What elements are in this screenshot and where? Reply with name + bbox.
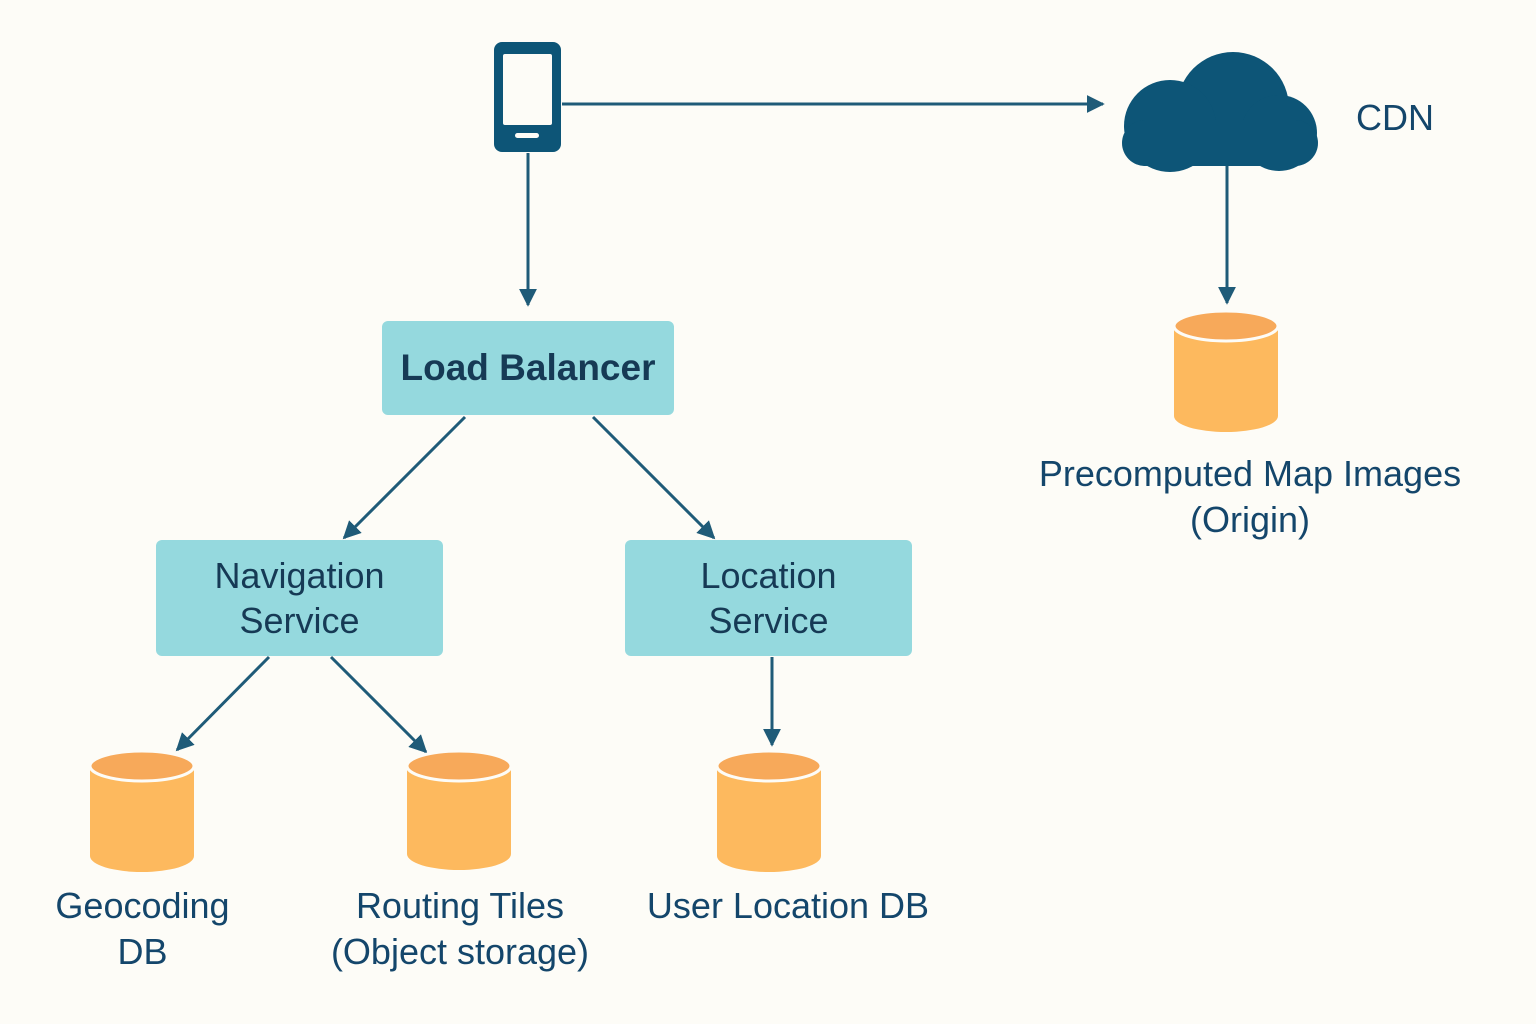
location-service-box: Location Service <box>625 540 912 656</box>
location-service-label-line2: Service <box>708 600 829 641</box>
cdn-label-text: CDN <box>1356 97 1434 138</box>
geocoding-db-label: Geocoding DB <box>20 883 265 975</box>
geocoding-db-label-line2: DB <box>117 931 168 972</box>
geocoding-db-label-line1: Geocoding <box>55 885 230 926</box>
navigation-service-box: Navigation Service <box>156 540 443 656</box>
cloud-icon <box>1122 52 1318 172</box>
connectors <box>175 95 1236 754</box>
precomputed-map-images-label: Precomputed Map Images (Origin) <box>1000 451 1500 543</box>
precomputed-label-line1: Precomputed Map Images <box>1038 453 1462 494</box>
cdn-label: CDN <box>1340 95 1450 141</box>
navigation-service-label-line2: Service <box>239 600 360 641</box>
routing-tiles-label-line2: (Object storage) <box>330 931 590 972</box>
routing-tiles-label-line1: Routing Tiles <box>355 885 565 926</box>
precomputed-label-line2: (Origin) <box>1189 499 1310 540</box>
mobile-phone-icon <box>494 42 561 152</box>
arrow-navigation-to-routing <box>329 655 428 754</box>
database-geocoding-icon <box>88 749 196 872</box>
user-location-db-label-text: User Location DB <box>646 885 930 926</box>
load-balancer-label: Load Balancer <box>400 346 656 388</box>
load-balancer-box: Load Balancer <box>382 321 674 415</box>
arrow-navigation-to-geocoding <box>175 655 271 752</box>
database-routing-icon <box>405 749 513 870</box>
database-userloc-icon <box>715 749 823 872</box>
user-location-db-label: User Location DB <box>618 883 958 929</box>
arrow-lb-to-location <box>591 415 716 540</box>
location-service-label-line1: Location <box>700 555 837 596</box>
navigation-service-label-line1: Navigation <box>214 555 385 596</box>
arrow-lb-to-navigation <box>342 415 467 540</box>
routing-tiles-label: Routing Tiles (Object storage) <box>300 883 620 975</box>
database-precomputed-icon <box>1172 309 1280 432</box>
